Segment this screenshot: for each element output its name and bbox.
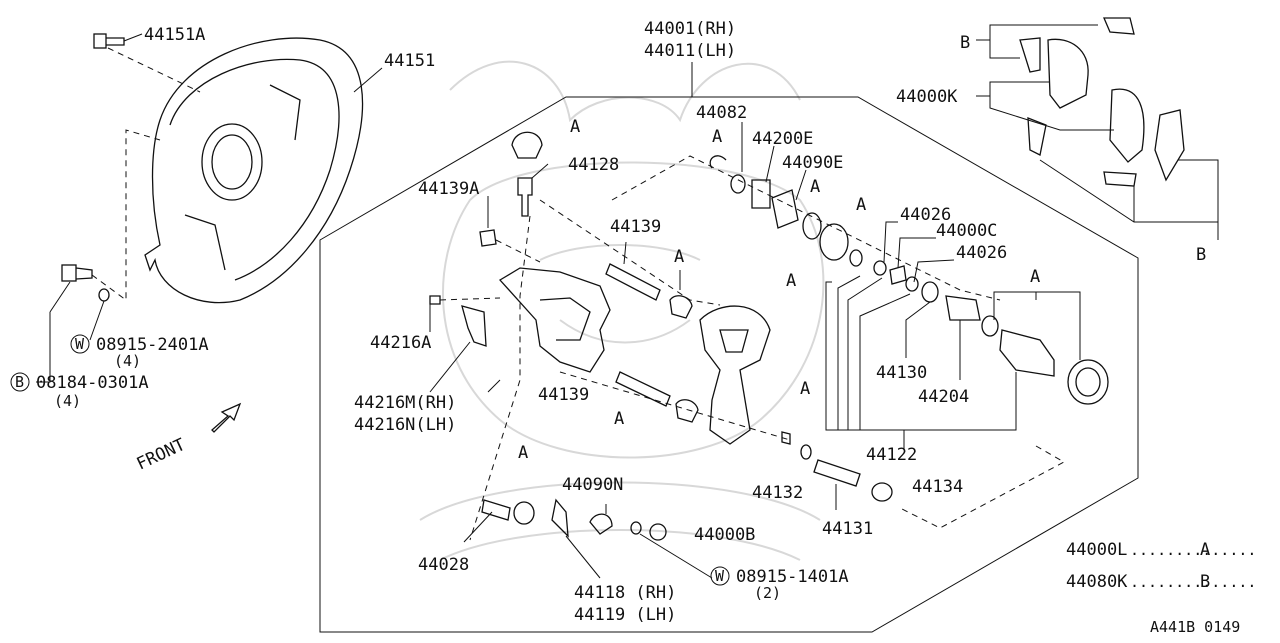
bleeder-cap-44132-part	[781, 431, 791, 445]
label-44130: 44130	[876, 363, 927, 383]
backing-plate-part	[144, 37, 364, 304]
ref-a-8: A	[800, 379, 810, 399]
ref-a-9: A	[1030, 267, 1040, 287]
label-44082: 44082	[696, 103, 747, 123]
washer-08915-part	[98, 288, 110, 302]
front-arrow-icon	[211, 402, 242, 433]
watermark-emblem	[419, 60, 825, 561]
legend-code-a: A	[1200, 540, 1210, 560]
bleeder-part	[517, 177, 533, 217]
ref-a-6: A	[674, 247, 684, 267]
guide-pin-upper-part	[605, 263, 661, 301]
washer-08915-1401a-part	[630, 521, 642, 535]
label-44028: 44028	[418, 555, 469, 575]
piston-seal-set-part	[709, 155, 1109, 405]
label-44216n: 44216N(LH)	[354, 415, 456, 435]
label-44000b: 44000B	[694, 525, 755, 545]
ref-a-5: A	[786, 271, 796, 291]
w2-circle-letter: W	[715, 567, 725, 585]
legend-part-44080k: 44080K	[1066, 572, 1128, 592]
adjuster-nut-part	[513, 501, 535, 525]
label-08184-0301a-qty: (4)	[54, 392, 81, 410]
bolt-44139a-part	[479, 229, 497, 247]
caliper-support-part	[699, 305, 771, 445]
label-44026-a: 44026	[900, 205, 951, 225]
caliper-assembly-outline	[319, 96, 1139, 633]
ref-a-10: A	[518, 443, 528, 463]
screw-44131-part	[813, 459, 861, 487]
label-08915-1401a-qty: (2)	[754, 584, 781, 602]
w1-circle-letter: W	[75, 335, 85, 353]
ref-a-1: A	[570, 117, 580, 137]
caliper-bracket-part	[498, 267, 611, 373]
label-44090n: 44090N	[562, 475, 623, 495]
label-44026-b: 44026	[956, 243, 1007, 263]
ref-a-4: A	[856, 195, 866, 215]
legend-dots-2: ..............	[1130, 573, 1256, 591]
spring-44090n-part	[589, 513, 613, 535]
bolt-44151a-part	[93, 33, 125, 49]
label-08184-0301a: 08184-0301A	[36, 373, 149, 393]
label-44139-upper: 44139	[610, 217, 661, 237]
label-44134: 44134	[912, 477, 963, 497]
ref-a-2: A	[712, 127, 722, 147]
legend-dots-1: ..............	[1130, 541, 1256, 559]
label-44139-lower: 44139	[538, 385, 589, 405]
label-44216m: 44216M(RH)	[354, 393, 456, 413]
label-44200e: 44200E	[752, 129, 813, 149]
guide-pin-lower-part	[615, 371, 671, 407]
label-44128: 44128	[568, 155, 619, 175]
brake-pad-kit-part	[1019, 17, 1185, 187]
w-circle-icon-2	[710, 566, 730, 586]
legend-code-b: B	[1200, 572, 1210, 592]
kit-b-label-bottom: B	[1196, 245, 1206, 265]
label-44000c: 44000C	[936, 221, 997, 241]
label-44118-rh: 44118 (RH)	[574, 583, 676, 603]
label-08915-1401a: 08915-1401A	[736, 567, 849, 587]
lever-44118-part	[551, 498, 569, 538]
label-44216a: 44216A	[370, 333, 431, 353]
clip-44216a-part	[429, 295, 441, 305]
ring-a-part	[800, 444, 812, 460]
label-44000k: 44000K	[896, 87, 958, 107]
label-44132: 44132	[752, 483, 803, 503]
adjuster-44028-part	[481, 499, 511, 521]
front-label: FRONT	[134, 435, 189, 475]
ref-a-3: A	[810, 177, 820, 197]
b-circle-icon	[10, 372, 30, 392]
diagram-code: A441B 0149	[1150, 618, 1240, 636]
label-44122: 44122	[866, 445, 917, 465]
label-44151a: 44151A	[144, 25, 205, 45]
boot-upper-part	[669, 295, 693, 319]
label-44119-lh: 44119 (LH)	[574, 605, 676, 625]
bolt-08184-part	[61, 264, 93, 282]
label-44001-rh: 44001(RH)	[644, 19, 736, 39]
label-44090e: 44090E	[782, 153, 843, 173]
nut-44000b-part	[649, 523, 667, 541]
boot-lower-part	[675, 399, 699, 423]
cap-part	[511, 131, 543, 159]
retainer-44216-part	[461, 305, 487, 347]
label-08915-2401a-qty: (4)	[114, 352, 141, 370]
label-44139a: 44139A	[418, 179, 479, 199]
label-44011-lh: 44011(LH)	[644, 41, 736, 61]
b1-circle-letter: B	[15, 373, 24, 391]
ref-a-7: A	[614, 409, 624, 429]
label-44131: 44131	[822, 519, 873, 539]
label-08915-2401a: 08915-2401A	[96, 335, 209, 355]
washer-44134-part	[871, 482, 893, 502]
label-44204: 44204	[918, 387, 969, 407]
legend-part-44000l: 44000L	[1066, 540, 1127, 560]
kit-b-label-top: B	[960, 33, 970, 53]
w-circle-icon	[70, 334, 90, 354]
label-44151: 44151	[384, 51, 435, 71]
